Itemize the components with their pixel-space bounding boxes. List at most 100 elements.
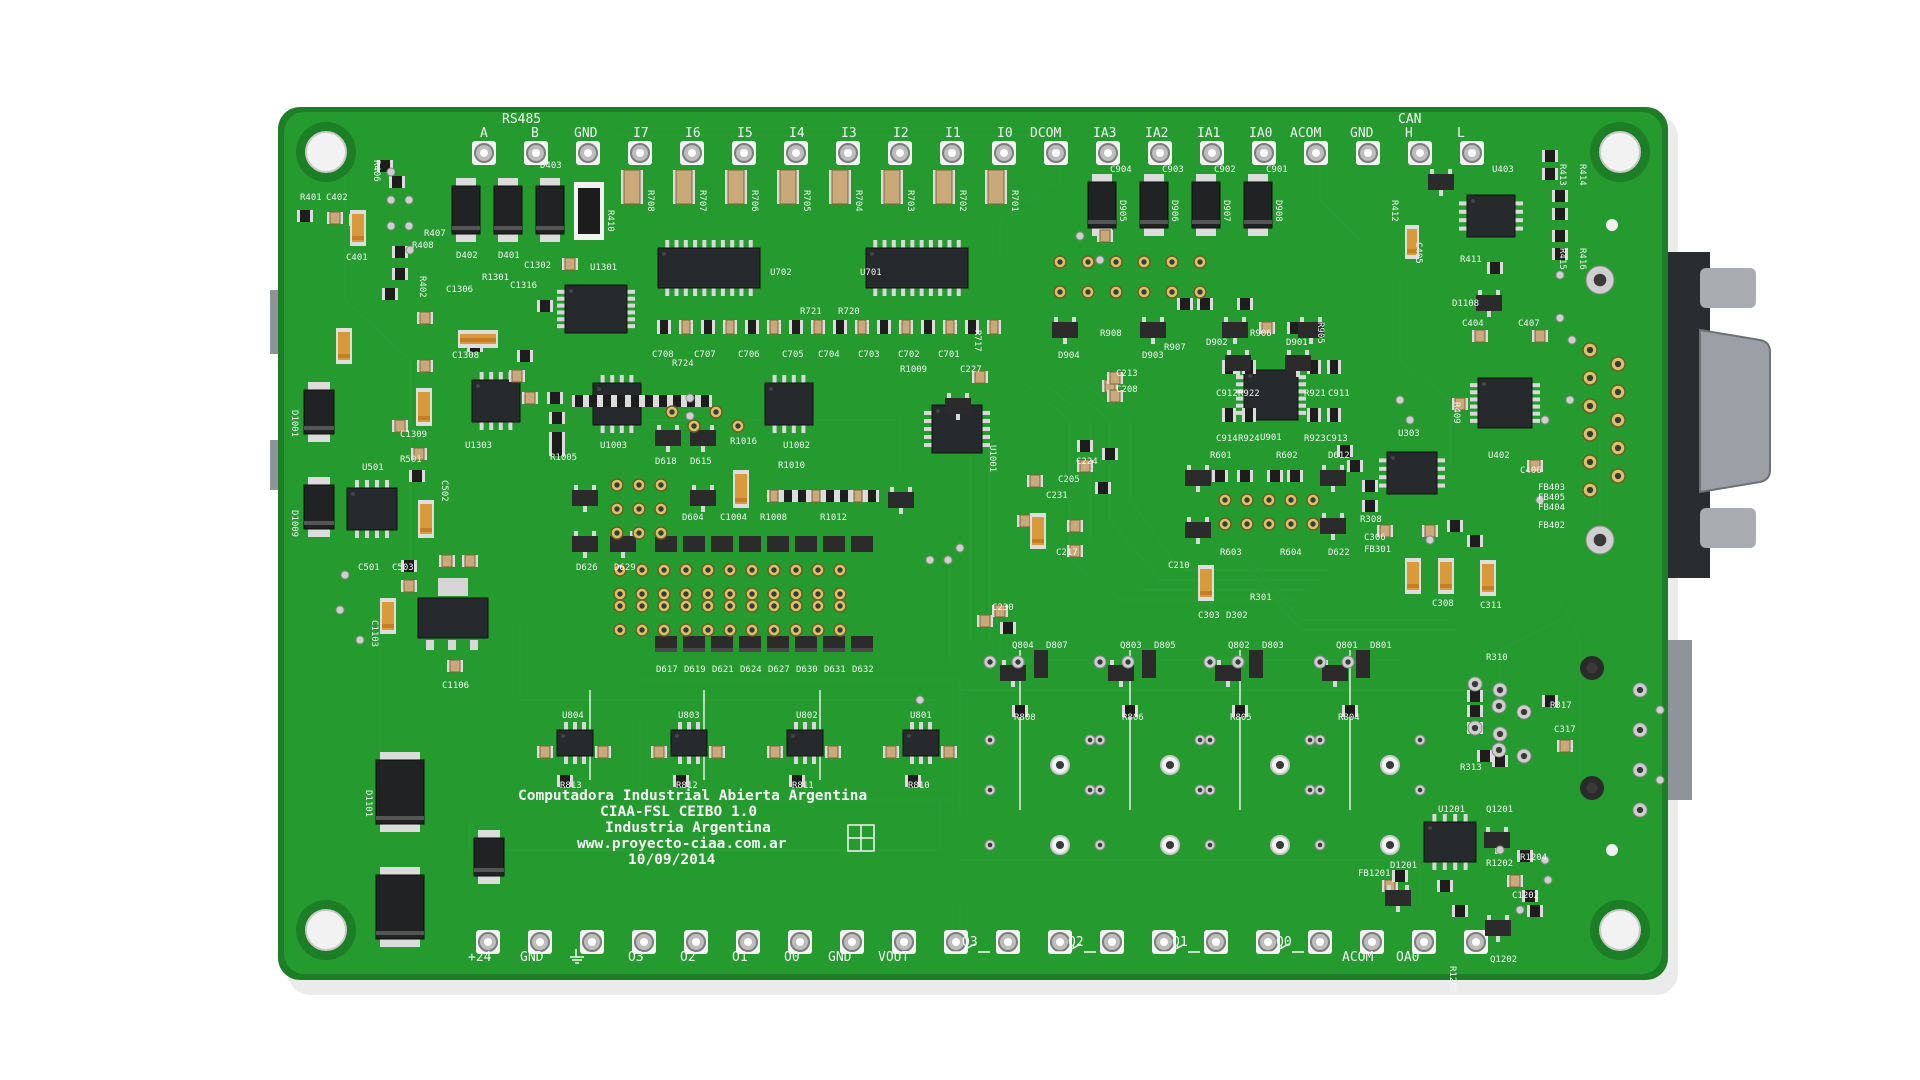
refdes-q1202: Q1202 [1490, 955, 1517, 965]
label-ia2: IA2 [1145, 126, 1168, 141]
refdes-c308: C308 [1432, 599, 1454, 609]
regulator-u1102 [417, 578, 489, 650]
sot-part-4 [572, 531, 598, 558]
refdes-r415: R415 [1557, 248, 1567, 270]
mounting-holes [296, 122, 1650, 960]
refdes-u1303: U1303 [465, 441, 492, 451]
bottom-terminal-7 [840, 930, 864, 954]
top-terminal-11 [1044, 141, 1068, 165]
refdes-u702: U702 [770, 268, 792, 278]
refdes-r407: R407 [424, 229, 446, 239]
top-terminal-12 [1096, 141, 1120, 165]
sot-part-2 [572, 485, 598, 512]
label-q2: Q2 [1068, 935, 1084, 950]
refdes-c311: C311 [1480, 601, 1502, 611]
refdes-r813: R813 [560, 781, 582, 791]
label-i1: I1 [945, 126, 961, 141]
refdes-r412: R412 [1389, 200, 1399, 222]
diode-d905 [1087, 174, 1117, 236]
refdes-c904: C904 [1110, 165, 1132, 175]
diode-d1107 [473, 830, 505, 884]
top-terminal-8 [888, 141, 912, 165]
refdes-d803: D803 [1262, 641, 1284, 651]
refdes-r411: R411 [1460, 255, 1482, 265]
top-terminal-6 [784, 141, 808, 165]
bottom-terminal-3 [632, 930, 656, 954]
label-i3: I3 [841, 126, 857, 141]
sot-part-20 [1476, 290, 1502, 317]
label-can-h: H [1405, 126, 1413, 141]
top-terminal-10 [992, 141, 1016, 165]
ic-u701 [865, 240, 969, 296]
refdes-d905: D905 [1117, 200, 1127, 222]
tantalum-capacitor [733, 470, 749, 508]
label-oa0: OA0 [1396, 950, 1419, 965]
refdes-d615: D615 [690, 457, 712, 467]
refdes-d901: D901 [1286, 338, 1308, 348]
bottom-terminal-17 [1360, 930, 1384, 954]
refdes-r603: R603 [1220, 548, 1242, 558]
top-terminal-9 [940, 141, 964, 165]
sot-part-6 [888, 487, 914, 514]
top-terminal-18 [1408, 141, 1432, 165]
refdes-c407: C407 [1518, 319, 1540, 329]
refdes-d629: D629 [614, 563, 636, 573]
refdes-c902: C902 [1214, 165, 1236, 175]
label-ia3: IA3 [1093, 126, 1116, 141]
refdes-r805: R805 [1230, 713, 1252, 723]
refdes-r717: R717 [972, 330, 982, 352]
tantalum-capacitor [380, 598, 396, 634]
top-terminal-1 [524, 141, 548, 165]
refdes-c914: C914 [1216, 434, 1238, 444]
label-q3: Q3 [962, 935, 978, 950]
refdes-c1302: C1302 [524, 261, 551, 271]
label-i4: I4 [789, 126, 805, 141]
refdes-r811: R811 [792, 781, 814, 791]
refdes-c405: C405 [1413, 242, 1423, 264]
refdes-fb405: FB405 [1538, 493, 1565, 503]
refdes-r721: R721 [800, 307, 822, 317]
refdes-u1001: U1001 [987, 445, 997, 472]
bottom-silkscreen-labels: +24 GND O3 O2 O1 O0 GND VOUT Q3 Q2 Q1 Q0… [468, 935, 1419, 965]
tantalum-capacitor [1405, 225, 1419, 259]
board-info-text: Computadora Industrial Abierta Argentina… [518, 788, 875, 868]
refdes-r410: R410 [605, 210, 615, 232]
refdes-u701: U701 [860, 268, 882, 278]
label-i6: I6 [685, 126, 701, 141]
label-o2: O2 [680, 950, 696, 965]
refdes-r921: R921 [1304, 389, 1326, 399]
tantalum-capacitor [1438, 558, 1454, 594]
refdes-c205: C205 [1058, 475, 1080, 485]
ic-u1301 [557, 284, 635, 334]
label-a: A [480, 126, 488, 141]
refdes-d624: D624 [740, 665, 762, 675]
refdes-c706: C706 [738, 350, 760, 360]
refdes-r1204: R1204 [1520, 853, 1547, 863]
components [297, 150, 1665, 947]
refdes-d903: D903 [1142, 351, 1164, 361]
refdes-d1201: D1201 [1390, 861, 1417, 871]
info-line-2: CIAA-FSL CEIBO 1.0 [600, 804, 757, 820]
refdes-u303: U303 [1398, 429, 1420, 439]
tantalum-capacitor [336, 328, 352, 364]
refdes-c1309: C1309 [400, 430, 427, 440]
refdes-c406: C406 [1520, 466, 1542, 476]
refdes-c1103: C1103 [369, 620, 379, 647]
diode-d1001 [303, 382, 335, 442]
refdes-d621: D621 [712, 665, 734, 675]
label-i0: I0 [997, 126, 1013, 141]
refdes-d618: D618 [655, 457, 677, 467]
refdes-d604: D604 [682, 513, 704, 523]
label-acom-top: ACOM [1290, 126, 1321, 141]
refdes-d622: D622 [1328, 548, 1350, 558]
bottom-terminal-16 [1308, 930, 1332, 954]
label-o0: O0 [784, 950, 800, 965]
refdes-r906: R906 [1250, 329, 1272, 339]
refdes-r1008: R1008 [760, 513, 787, 523]
refdes-r804: R804 [1338, 713, 1360, 723]
refdes-c213: C213 [1116, 369, 1138, 379]
relay-switch-symbols [948, 943, 1304, 953]
logo-square-icon [847, 824, 875, 852]
refdes-c317: C317 [1554, 725, 1576, 735]
